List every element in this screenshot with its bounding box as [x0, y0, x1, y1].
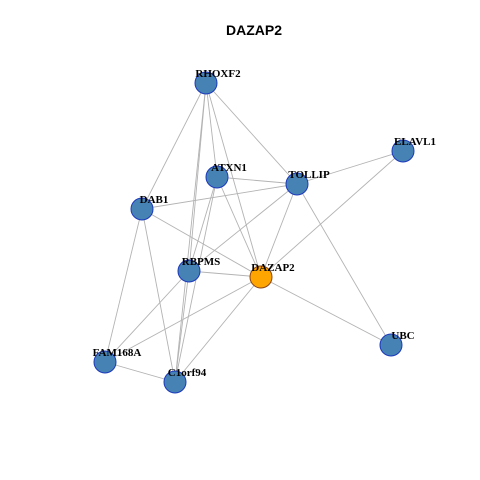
node-tollip[interactable]: TOLLIP	[285, 169, 330, 196]
node-label-dazap2: DAZAP2	[251, 262, 295, 274]
node-circle-ubc[interactable]	[379, 333, 403, 357]
node-elavl1[interactable]: ELAVL1	[391, 136, 436, 163]
edge-rhoxf2-c1orf94	[174, 82, 207, 383]
edge-rbpms-dazap2	[188, 270, 262, 278]
node-label-c1orf94: C1orf94	[168, 367, 207, 379]
edge-rhoxf2-dab1	[141, 82, 207, 210]
node-dab1[interactable]: DAB1	[130, 194, 169, 221]
node-label-fam168a: FAM168A	[93, 347, 142, 359]
node-circle-rhoxf2[interactable]	[194, 71, 218, 95]
node-circle-rbpms[interactable]	[177, 259, 201, 283]
edge-atxn1-dazap2	[216, 176, 262, 278]
edge-dab1-c1orf94	[141, 208, 176, 383]
edge-dab1-dazap2	[141, 208, 262, 278]
edge-tollip-dazap2	[260, 183, 298, 278]
edge-tollip-dab1	[141, 183, 298, 210]
node-circle-c1orf94[interactable]	[163, 370, 187, 394]
edge-fam168a-c1orf94	[104, 361, 176, 383]
edge-rhoxf2-tollip	[205, 82, 298, 185]
node-circle-fam168a[interactable]	[93, 350, 117, 374]
edge-tollip-rbpms	[188, 183, 298, 272]
edge-elavl1-tollip	[296, 150, 404, 185]
node-rbpms[interactable]: RBPMS	[177, 256, 221, 283]
node-label-elavl1: ELAVL1	[394, 136, 436, 148]
node-label-rbpms: RBPMS	[182, 256, 221, 268]
node-circle-tollip[interactable]	[285, 172, 309, 196]
edge-atxn1-rbpms	[188, 176, 218, 272]
node-atxn1[interactable]: ATXN1	[205, 162, 247, 189]
node-circle-atxn1[interactable]	[205, 165, 229, 189]
edge-dazap2-ubc	[260, 276, 392, 346]
node-circle-elavl1[interactable]	[391, 139, 415, 163]
edge-elavl1-dazap2	[260, 150, 404, 278]
edge-tollip-ubc	[296, 183, 392, 346]
node-label-dab1: DAB1	[140, 194, 169, 206]
edge-dazap2-c1orf94	[174, 276, 262, 383]
node-c1orf94[interactable]: C1orf94	[163, 367, 207, 394]
node-label-atxn1: ATXN1	[211, 162, 247, 174]
node-rhoxf2[interactable]: RHOXF2	[194, 68, 241, 95]
edge-dab1-fam168a	[104, 208, 143, 363]
node-dazap2[interactable]: DAZAP2	[249, 262, 295, 289]
node-fam168a[interactable]: FAM168A	[93, 347, 142, 374]
edge-rhoxf2-dazap2	[205, 82, 262, 278]
edge-rbpms-c1orf94	[174, 270, 190, 383]
edge-dazap2-fam168a	[104, 276, 262, 363]
node-circle-dazap2[interactable]	[249, 265, 273, 289]
graph-title: DAZAP2	[226, 22, 282, 38]
edge-layer	[104, 82, 404, 383]
node-label-rhoxf2: RHOXF2	[195, 68, 241, 80]
edge-rbpms-fam168a	[104, 270, 190, 363]
node-circle-dab1[interactable]	[130, 197, 154, 221]
node-label-tollip: TOLLIP	[288, 169, 330, 181]
node-label-ubc: UBC	[391, 330, 414, 342]
edge-rhoxf2-atxn1	[205, 82, 218, 178]
edge-atxn1-tollip	[216, 176, 298, 185]
node-ubc[interactable]: UBC	[379, 330, 415, 357]
